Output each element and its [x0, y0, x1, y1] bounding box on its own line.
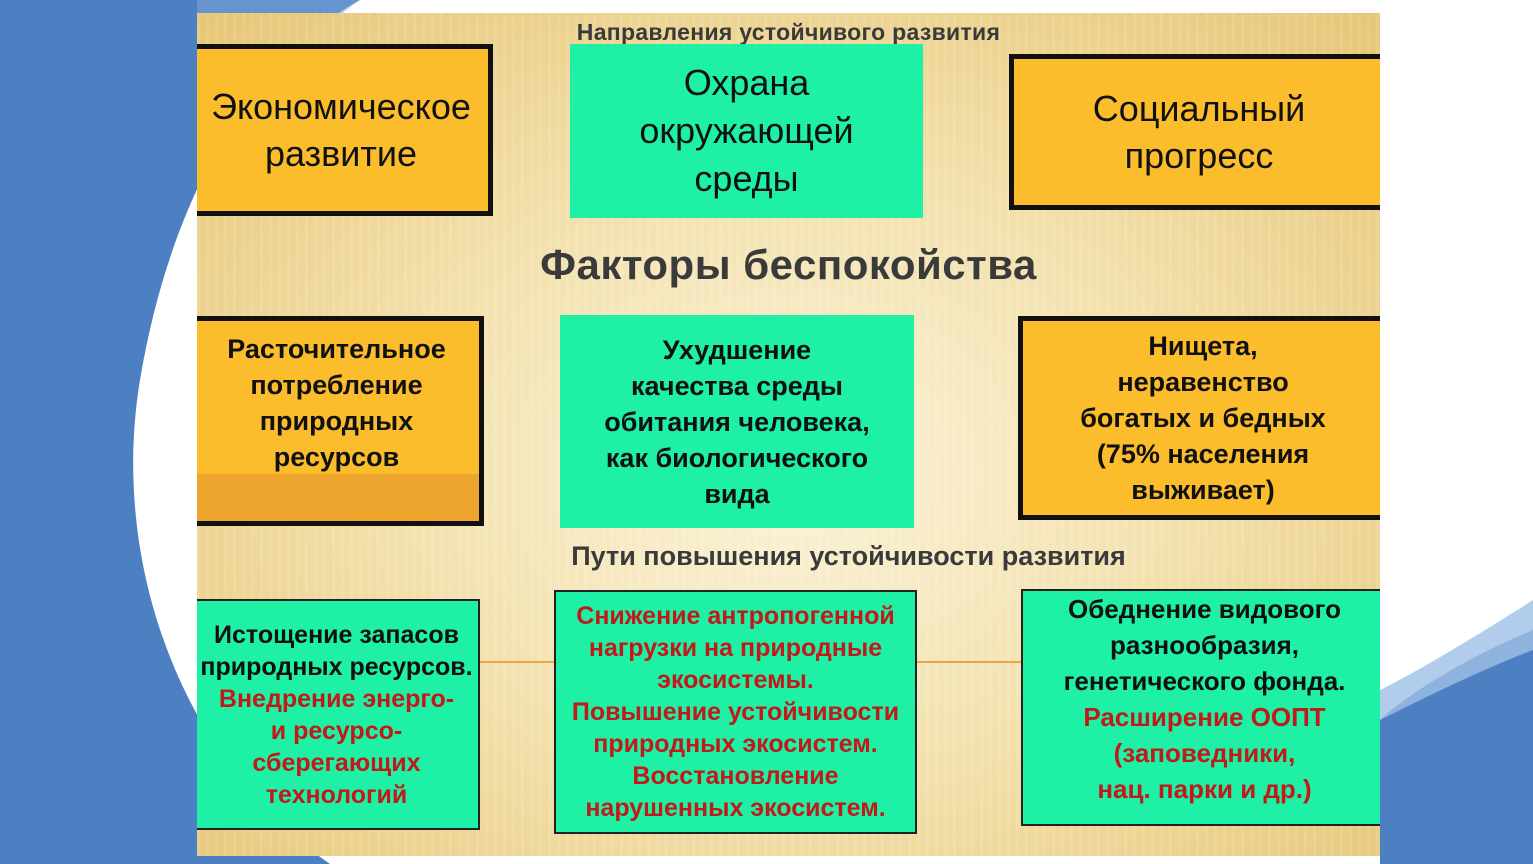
path-solution-line: Расширение ООПТ — [1083, 702, 1326, 732]
direction-environment-line: окружающей — [639, 110, 854, 151]
path-ecosystems: Снижение антропогенной нагрузки на приро… — [554, 590, 917, 834]
factor-line: потребление — [250, 370, 423, 400]
factors-heading: Факторы беспокойства — [540, 241, 1037, 288]
direction-social-line: прогресс — [1124, 135, 1274, 176]
path-solution-line: технологий — [265, 780, 408, 809]
factor-line: природных — [259, 406, 414, 436]
factor-line: как биологического — [605, 442, 869, 473]
path-resources: Истощение запасов природных ресурсов. Вн… — [197, 599, 480, 830]
factor-box-stripe — [197, 474, 479, 521]
path-solution-line: природных экосистем. — [593, 730, 878, 758]
path-problem-line: Истощение запасов — [214, 620, 459, 649]
connector-line — [480, 661, 555, 663]
path-solution-line: нац. парки и др.) — [1097, 774, 1312, 804]
factor-line: качества среды — [631, 370, 843, 401]
factor-line: неравенство — [1117, 367, 1289, 397]
factor-line: Расточительное — [227, 334, 446, 364]
factor-line: богатых и бедных — [1080, 403, 1326, 433]
path-solution-line: и ресурсо- — [270, 716, 403, 745]
direction-environment-line: среды — [694, 158, 799, 199]
direction-economic-line: развитие — [265, 133, 417, 174]
factor-line: Нищета, — [1148, 331, 1258, 361]
direction-economic-line: Экономическое — [211, 86, 471, 127]
factor-poverty: Нищета, неравенство богатых и бедных (75… — [1018, 316, 1380, 520]
path-solution-line: нагрузки на природные — [588, 634, 883, 662]
factor-wasteful-consumption: Расточительное потребление природных рес… — [197, 316, 484, 526]
factor-environment-degradation: Ухудшение качества среды обитания челове… — [560, 315, 914, 528]
path-solution-line: Восстановление — [632, 762, 839, 790]
factor-line: Ухудшение — [662, 334, 812, 365]
factor-line: ресурсов — [273, 442, 400, 472]
path-biodiversity: Обеднение видового разнообразия, генетич… — [1021, 589, 1380, 826]
direction-environment-line: Охрана — [683, 62, 810, 103]
paths-heading: Пути повышения устойчивости развития — [571, 541, 1126, 571]
factor-line: обитания человека, — [604, 406, 870, 437]
path-problem-line: разнообразия, — [1109, 630, 1300, 660]
direction-environment: Охрана окружающей среды — [570, 44, 923, 218]
slide: Направления устойчивого развития Экономи… — [197, 13, 1380, 856]
factor-line: (75% населения — [1096, 439, 1310, 469]
path-solution-line: (заповедники, — [1113, 738, 1296, 768]
factor-line: вида — [704, 478, 770, 509]
connector-line — [915, 661, 1023, 663]
path-problem-line: Обеднение видового — [1067, 594, 1342, 624]
path-solution-line: Снижение антропогенной — [576, 602, 895, 630]
directions-heading: Направления устойчивого развития — [576, 19, 1001, 45]
path-solution-line: Внедрение энерго- — [218, 684, 455, 713]
path-problem-line: природных ресурсов. — [200, 652, 473, 681]
path-solution-line: нарушенных экосистем. — [585, 794, 886, 822]
path-solution-line: Повышение устойчивости — [571, 698, 900, 726]
direction-economic: Экономическое развитие — [197, 44, 493, 216]
direction-social: Социальный прогресс — [1009, 54, 1380, 210]
path-solution-line: сберегающих — [252, 748, 421, 777]
path-solution-line: экосистемы. — [657, 666, 814, 694]
direction-social-line: Социальный — [1092, 88, 1306, 129]
factor-line: выживает) — [1131, 475, 1275, 505]
path-problem-line: генетического фонда. — [1063, 666, 1346, 696]
